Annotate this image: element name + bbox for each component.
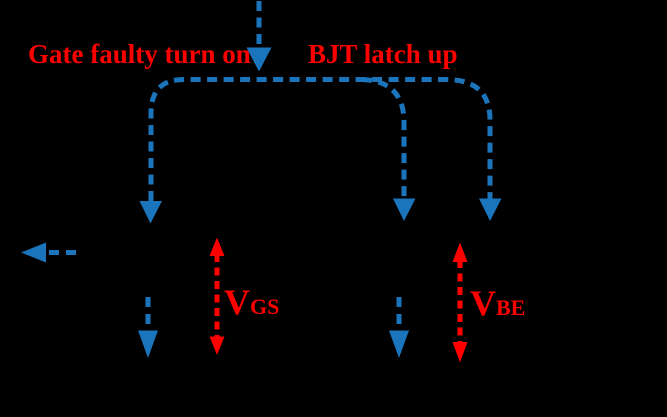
vgs-label-subscript: GS bbox=[250, 294, 280, 319]
bjt-latch-label: BJT latch up bbox=[308, 39, 458, 69]
gate-fault-label: Gate faulty turn on bbox=[28, 39, 251, 69]
vbe-label-subscript: BE bbox=[496, 295, 526, 320]
middle-branch-dashed-path bbox=[361, 77, 407, 199]
trunk-dashed-path bbox=[148, 77, 493, 201]
vgs-label: VGS bbox=[224, 284, 279, 320]
vbe-label: VBE bbox=[470, 285, 525, 321]
left-lower-arrowhead-icon bbox=[138, 330, 158, 358]
vgs-label-base: V bbox=[224, 282, 250, 322]
vbe-label-base: V bbox=[470, 283, 496, 323]
vgs-span-up-arrowhead-icon bbox=[209, 237, 225, 256]
left-branch-arrowhead-icon bbox=[139, 201, 162, 224]
incoming-top-arrowhead-icon bbox=[246, 47, 272, 72]
vbe-span-up-arrowhead-icon bbox=[452, 242, 468, 262]
right-lower-arrowhead-icon bbox=[389, 330, 409, 358]
vbe-span-down-arrowhead-icon bbox=[452, 342, 468, 363]
right-branch-arrowhead-icon bbox=[479, 198, 502, 221]
left-exit-arrowhead-icon bbox=[21, 242, 46, 263]
middle-branch-arrowhead-icon bbox=[393, 198, 416, 221]
vgs-span-down-arrowhead-icon bbox=[209, 336, 225, 355]
